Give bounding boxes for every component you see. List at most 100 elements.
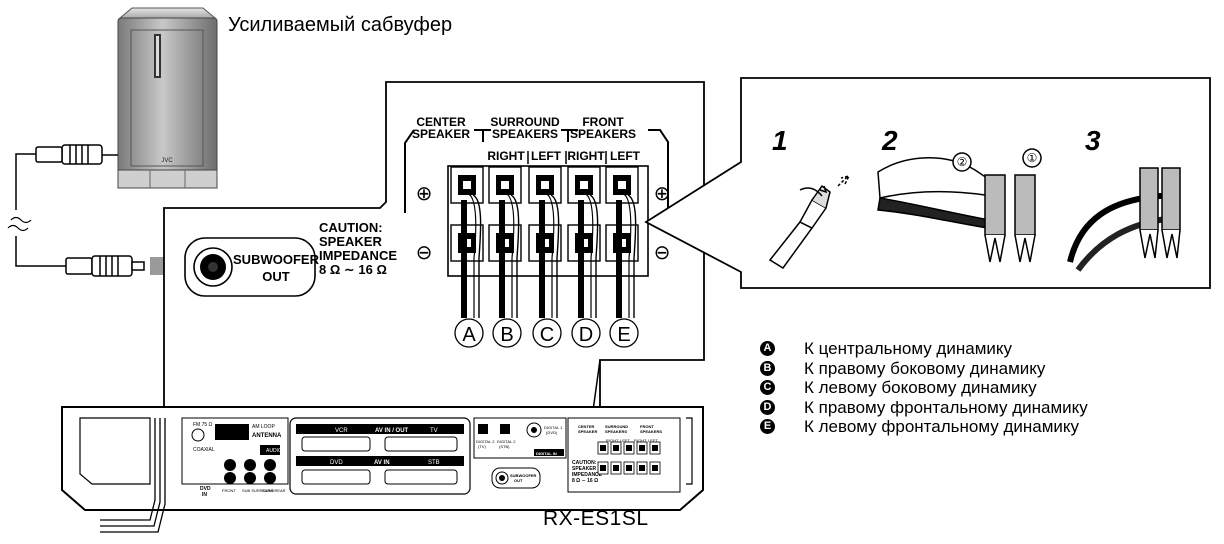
rear-digital2-stb-2: (STB)	[499, 444, 510, 449]
legend-text: К правому фронтальному динамику	[804, 397, 1088, 417]
terminal-letter: D	[579, 324, 593, 346]
subwoofer-illustration: JVC	[117, 7, 218, 189]
terminal-panel: SUBWOOFER OUT CENTER SPEAKER SURROUND SP…	[163, 81, 705, 419]
rear-front-label: FRONT	[222, 488, 236, 493]
rear-fm-label: FM 75 Ω	[193, 422, 213, 428]
subwoofer-brand: JVC	[161, 158, 173, 164]
terminal-letter: A	[462, 324, 476, 346]
rear-right-1: RIGHT	[606, 438, 619, 443]
rear-center-speaker-2: SPEAKER	[578, 429, 597, 434]
terminal-clip	[567, 166, 601, 204]
mini-terminal	[623, 461, 635, 475]
subwoofer-out-label-2: OUT	[262, 269, 290, 284]
step-2-mark-2: ②	[957, 155, 968, 169]
terminal-letter: B	[500, 324, 513, 346]
speaker-wire	[578, 192, 599, 318]
terminal-letter-circle: A	[454, 318, 484, 348]
legend-mark: B	[760, 360, 775, 376]
front-right-label: RIGHT	[567, 149, 605, 163]
receiver-rear-panel: FM 75 Ω COAXIAL AM LOOP ANTENNA AUDIO DV…	[61, 406, 704, 533]
legend-text: К правому боковому динамику	[804, 358, 1046, 378]
terminal-clip	[450, 166, 484, 204]
legend-item: D К правому фронтальному динамику	[760, 398, 1088, 418]
rear-caution-4: 8 Ω ∼ 16 Ω	[572, 478, 598, 484]
rear-tv-label: TV	[430, 428, 438, 434]
mini-terminal	[610, 441, 622, 455]
model-name: RX-ES1SL	[543, 507, 649, 530]
mini-terminal	[610, 461, 622, 475]
caution-line-1: CAUTION:	[319, 220, 383, 235]
rear-am-loop-label: AM LOOP	[252, 424, 275, 430]
rear-surround-speakers-1: SURROUND	[605, 424, 628, 429]
rear-dvd-in-2: IN	[202, 492, 207, 498]
step-2-illustration: ② ①	[877, 148, 1042, 263]
terminal-letters: A B C D E	[454, 318, 639, 348]
rear-vcr-label: VCR	[335, 428, 348, 434]
surround-speakers-label-2: SPEAKERS	[492, 127, 558, 141]
terminal-letter-circle: B	[492, 318, 522, 348]
plus-symbol-left: ⊕	[416, 183, 433, 205]
rear-av-in-out-label: AV IN / OUT	[375, 428, 409, 434]
mini-terminal	[636, 441, 648, 455]
rear-caution-2: SPEAKER	[572, 466, 597, 472]
surround-right-label: RIGHT	[487, 149, 525, 163]
rear-digital2-stb-1: DIGITAL 2	[497, 439, 516, 444]
rear-front-speakers-2: SPEAKERS	[640, 429, 662, 434]
rear-right-2: RIGHT	[634, 438, 647, 443]
mini-terminal	[597, 461, 609, 475]
front-speakers-label-1: FRONT	[582, 115, 624, 129]
rear-mini-terminals	[597, 441, 661, 475]
speaker-wire	[461, 192, 482, 318]
rear-sub-surround-label: SUB SURROUND	[242, 488, 275, 493]
rear-digital2-tv-2: (TV)	[478, 444, 486, 449]
rear-audio-label: AUDIO	[266, 448, 282, 454]
legend-mark: E	[760, 419, 775, 435]
rear-av-in-label: AV IN	[374, 460, 390, 466]
speaker-wire	[539, 192, 560, 318]
terminal-letter-circle: D	[571, 318, 601, 348]
rear-dvd-label: DVD	[330, 460, 343, 466]
step-3-illustration	[1067, 167, 1181, 272]
rear-surr-rear-label: SURR REAR	[262, 488, 286, 493]
mini-terminal	[649, 461, 661, 475]
rear-left-2: LEFT	[648, 438, 658, 443]
surround-speakers-label-1: SURROUND	[490, 115, 560, 129]
rear-surround-speakers-2: SPEAKERS	[605, 429, 627, 434]
mini-terminal	[649, 441, 661, 455]
terminal-clip	[488, 166, 522, 204]
plus-symbol-right: ⊕	[654, 183, 671, 205]
legend-mark: A	[760, 341, 775, 357]
rear-digital2-tv-1: DIGITAL 2	[476, 439, 495, 444]
subwoofer-title: Усиливаемый сабвуфер	[228, 14, 453, 36]
mini-terminal	[597, 441, 609, 455]
rear-antenna-label: ANTENNA	[252, 433, 282, 439]
terminal-letter-circle: E	[609, 318, 639, 348]
surround-left-label: LEFT	[531, 149, 562, 163]
legend-mark: D	[760, 399, 775, 415]
legend-text: К левому боковому динамику	[804, 378, 1037, 397]
rear-subwoofer-out-2: OUT	[514, 478, 523, 483]
speaker-wires	[461, 192, 637, 318]
terminal-letter: E	[617, 324, 630, 346]
terminal-letter: C	[540, 324, 554, 346]
caution-line-3: IMPEDANCE	[319, 248, 397, 263]
minus-symbol-left: ⊖	[416, 242, 433, 264]
terminal-clip	[605, 166, 639, 204]
legend-item: B К правому боковому динамику	[760, 359, 1088, 379]
speaker-wire	[616, 192, 637, 318]
rear-digital-in-label: DIGITAL IN	[536, 451, 557, 456]
rear-left-1: LEFT	[620, 438, 630, 443]
center-speaker-label-2: SPEAKER	[412, 127, 470, 141]
rear-digital1-dvd-2: (DVD)	[546, 430, 558, 435]
step-1-number: 1	[772, 125, 788, 156]
legend-text: К левому фронтальному динамику	[804, 417, 1080, 436]
rear-stb-label: STB	[428, 460, 440, 466]
speaker-wire	[499, 192, 520, 318]
minus-symbol-right: ⊖	[654, 242, 671, 264]
caution-line-2: SPEAKER	[319, 234, 382, 249]
mini-terminal	[636, 461, 648, 475]
legend-item: E К левому фронтальному динамику	[760, 417, 1088, 437]
